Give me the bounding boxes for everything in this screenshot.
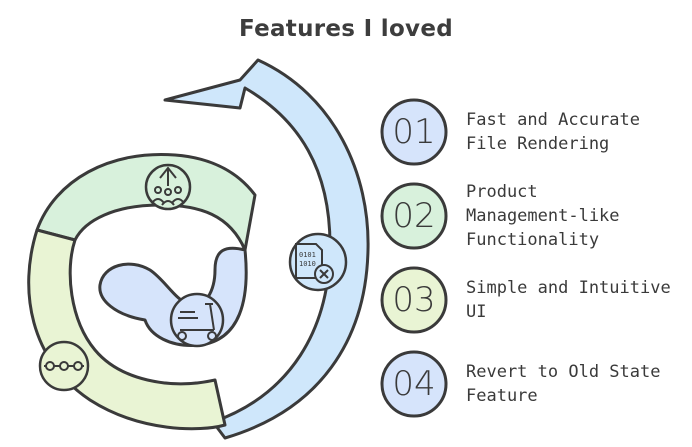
feature-item-3: 03 Simple and Intuitive UI [378,264,678,344]
number-badge [380,350,448,418]
feature-text: Simple and Intuitive UI [466,278,671,322]
ring-segment-top [35,152,257,252]
number-badge [380,98,448,166]
feature-text: Product Management-like Functionality [466,182,620,250]
file-binary-cancel-glyph: 0101 1010 [295,243,334,284]
team-up-arrow-glyph [151,166,185,206]
feature-text: Fast and Accurate File Rendering [466,110,640,154]
cycle-arrow [163,58,370,440]
feature-text: Revert to Old State Feature [466,362,661,406]
number-badge [380,266,448,334]
connected-nodes-glyph [44,361,84,371]
feature-item-2: 02 Product Management-like Functionality [378,180,678,260]
feature-number: 01 [392,112,436,152]
diagram-title: Features I loved [238,16,453,42]
feature-item-1: 01 Fast and Accurate File Rendering [378,96,678,176]
feature-item-4: 04 Revert to Old State Feature [378,348,678,428]
scooter-glyph [177,303,217,341]
svg-text:0101: 0101 [299,251,316,259]
feature-number: 03 [392,280,436,320]
feature-number: 02 [392,196,436,236]
feature-number: 04 [392,364,436,404]
svg-text:1010: 1010 [299,260,316,268]
number-badge [380,182,448,250]
team-up-arrow-icon [144,163,192,211]
